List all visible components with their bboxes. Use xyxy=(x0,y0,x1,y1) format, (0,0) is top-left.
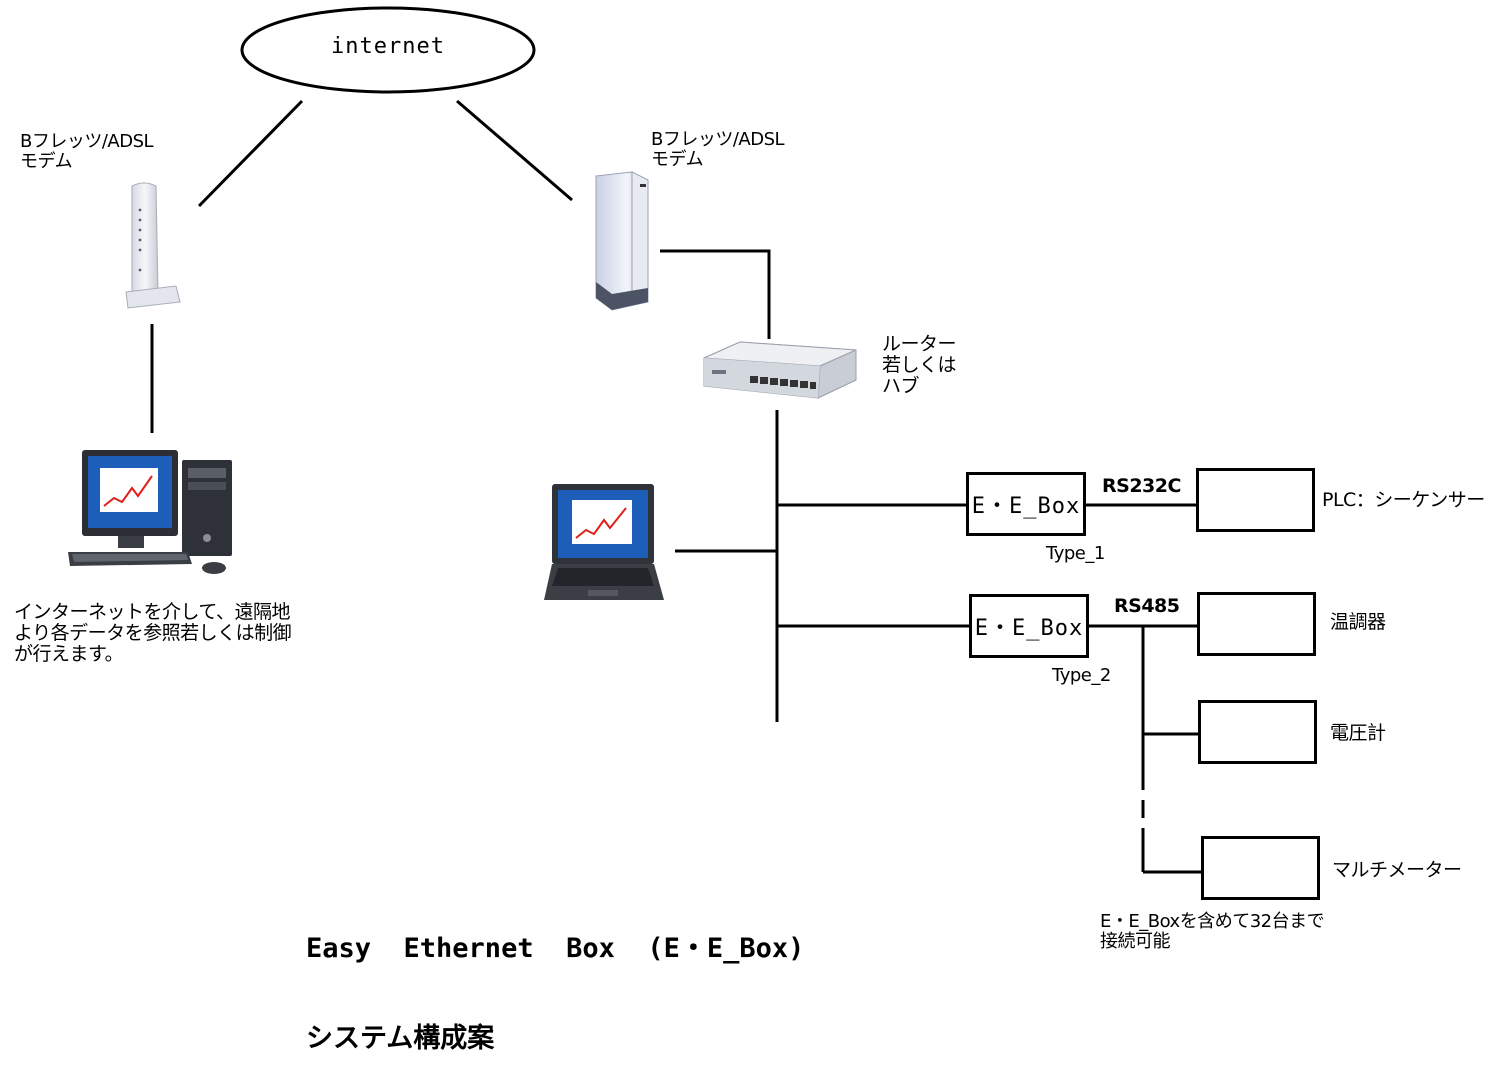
device-box-multimeter xyxy=(1201,836,1320,900)
modem-right-icon xyxy=(595,171,649,311)
modem-left-label-line2: モデム xyxy=(20,151,73,172)
device-box-temp-controller xyxy=(1197,592,1316,656)
device-label-temp-controller: 温調器 xyxy=(1330,611,1386,633)
laptop-icon xyxy=(544,484,664,600)
router-label-line2: 若しくは xyxy=(882,354,957,376)
ee-box-type1: E・E_Box xyxy=(966,472,1086,536)
ee-box-type2-type: Type_2 xyxy=(1052,665,1111,686)
internet-label: internet xyxy=(331,34,445,59)
modem-right-label-line1: Bフレッツ/ADSL xyxy=(651,129,785,150)
device-label-plc: PLC：シーケンサー xyxy=(1322,489,1485,511)
bus-note-line2: 接続可能 xyxy=(1100,931,1171,952)
diagram-title-line2: システム構成案 xyxy=(306,1023,495,1054)
device-box-plc xyxy=(1196,468,1315,532)
modem-left-icon xyxy=(125,182,181,309)
remote-note-line2: より各データを参照若しくは制御 xyxy=(14,622,292,644)
desktop-pc-icon xyxy=(68,450,232,574)
ee-box-type1-type: Type_1 xyxy=(1046,543,1105,564)
link-rs232c-label: RS232C xyxy=(1102,475,1181,497)
modem-right-label-line2: モデム xyxy=(651,149,704,170)
remote-note-line3: が行えます。 xyxy=(14,643,124,665)
device-label-multimeter: マルチメーター xyxy=(1332,859,1462,881)
ee-box-type1-label: E・E_Box xyxy=(971,494,1081,519)
router-hub-icon xyxy=(703,341,857,399)
modem-left-label-line1: Bフレッツ/ADSL xyxy=(20,131,154,152)
internet-cloud xyxy=(240,6,536,94)
bus-note-line1: E・E_Boxを含めて32台まで xyxy=(1100,911,1325,932)
router-label-line3: ハブ xyxy=(882,375,920,397)
device-box-voltmeter xyxy=(1198,700,1317,764)
router-label-line1: ルーター xyxy=(882,333,957,355)
ee-box-type2-label: E・E_Box xyxy=(974,616,1084,641)
diagram-title: Easy Ethernet Box (E・E_Box) システム構成案 xyxy=(306,874,804,1084)
diagram-title-line1: Easy Ethernet Box (E・E_Box) xyxy=(306,933,805,964)
ee-box-type2: E・E_Box xyxy=(969,594,1089,658)
connection-lines xyxy=(150,6,1201,874)
remote-note-line1: インターネットを介して、遠隔地 xyxy=(14,601,290,623)
link-rs485-label: RS485 xyxy=(1114,595,1180,617)
device-label-voltmeter: 電圧計 xyxy=(1330,722,1386,744)
